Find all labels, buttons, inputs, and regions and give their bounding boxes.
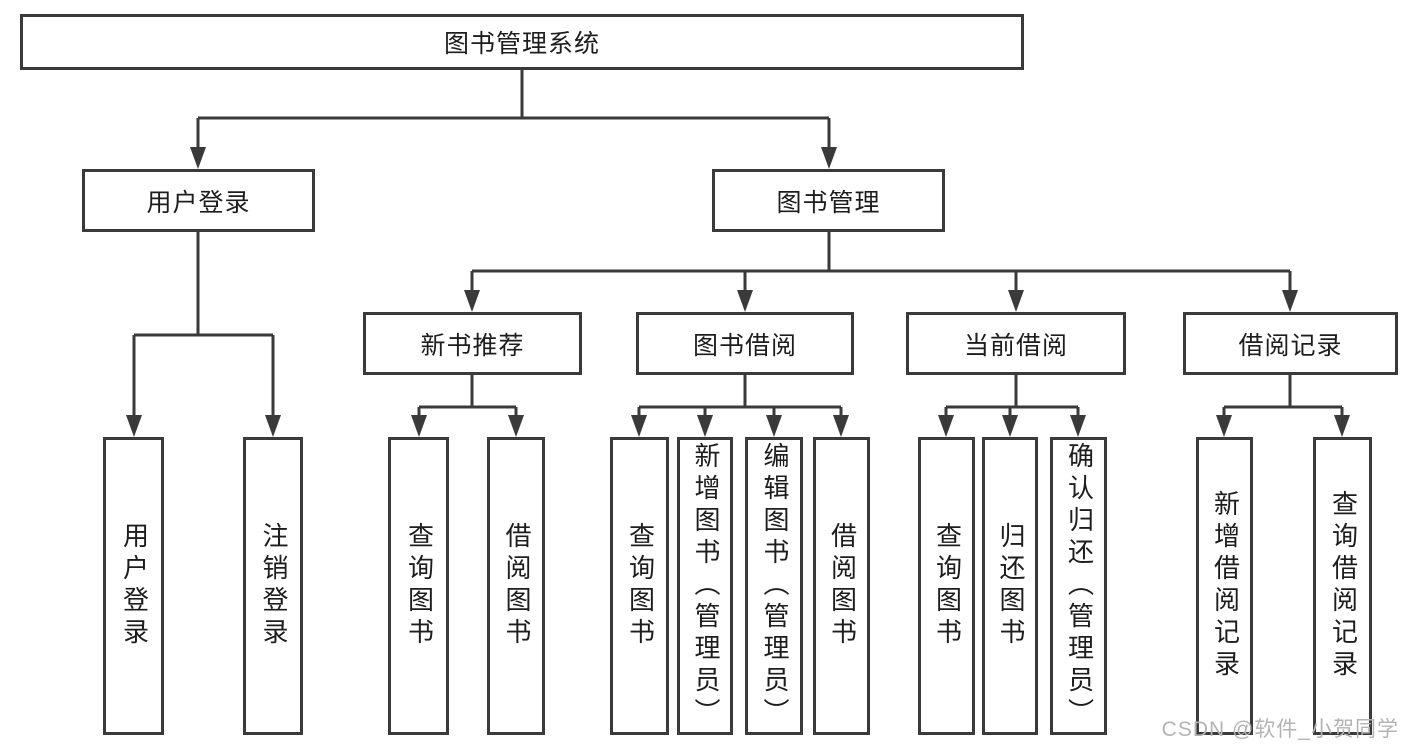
leaf-borrow-query-book-label: 查询图书 [625,522,655,650]
node-root: 图书管理系统 [20,14,1024,70]
leaf-borrow-query-book: 查询图书 [610,437,669,735]
node-user-login-label: 用户登录 [146,189,251,217]
leaf-query-borrow-record-label: 查询借阅记录 [1328,490,1358,682]
leaf-add-borrow-record-label: 新增借阅记录 [1210,490,1240,682]
node-book-management-label: 图书管理 [776,189,881,217]
leaf-recommend-query-book: 查询图书 [388,437,449,735]
leaf-borrow-book-label: 借阅图书 [827,522,857,650]
leaf-return-book-label: 归还图书 [996,522,1025,650]
node-root-label: 图书管理系统 [443,31,600,58]
leaf-user-login-label: 用户登录 [119,522,149,650]
leaf-logout-label: 注销登录 [259,522,288,650]
leaf-edit-book-admin-label: 编辑图书（管理员） [760,442,789,730]
leaf-current-query-book: 查询图书 [918,437,975,735]
leaf-add-book-admin-label: 新增图书（管理员） [691,442,720,730]
node-current-borrow: 当前借阅 [906,312,1126,375]
leaf-recommend-borrow-book: 借阅图书 [487,437,545,735]
node-book-borrow-label: 图书借阅 [692,332,797,360]
node-new-book-recommend-label: 新书推荐 [420,332,525,360]
node-new-book-recommend: 新书推荐 [363,312,582,375]
csdn-watermark: CSDN @软件_小贺同学 [1161,718,1399,741]
leaf-return-book: 归还图书 [982,437,1038,735]
leaf-borrow-book: 借阅图书 [813,437,870,735]
leaf-add-borrow-record: 新增借阅记录 [1196,437,1253,735]
leaf-user-login: 用户登录 [103,437,164,735]
node-user-login: 用户登录 [82,169,315,232]
node-current-borrow-label: 当前借阅 [963,332,1068,360]
node-book-borrow: 图书借阅 [636,312,854,375]
leaf-add-book-admin: 新增图书（管理员） [677,437,733,735]
leaf-recommend-borrow-book-label: 借阅图书 [502,522,531,650]
leaf-edit-book-admin: 编辑图书（管理员） [745,437,803,735]
node-borrow-record-label: 借阅记录 [1238,332,1343,360]
leaf-confirm-return-admin-label: 确认归还（管理员） [1064,442,1094,730]
leaf-current-query-book-label: 查询图书 [932,522,962,650]
leaf-confirm-return-admin: 确认归还（管理员） [1050,437,1107,735]
leaf-recommend-query-book-label: 查询图书 [404,522,434,650]
node-book-management: 图书管理 [712,169,945,232]
leaf-logout: 注销登录 [243,437,303,735]
leaf-query-borrow-record: 查询借阅记录 [1313,437,1372,735]
node-borrow-record: 借阅记录 [1183,312,1398,375]
